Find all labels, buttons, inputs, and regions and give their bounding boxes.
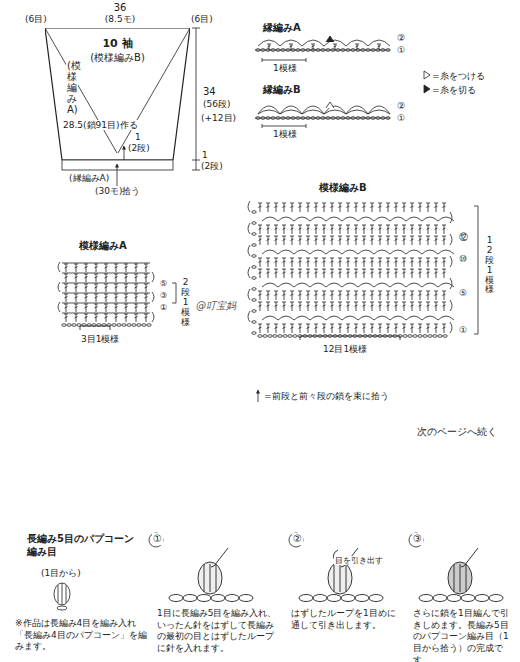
dimension-label: (56段) (202, 99, 231, 109)
dimension-label: 28.5(鎖91目)作る (62, 120, 139, 130)
legend-text: =糸を切る (432, 84, 476, 97)
instruction-note: ※作品は長編み4目を編み入れ「長編み4目のパプコーン」を編みます。 (14, 618, 152, 653)
part-title: 10 袖 (45, 36, 190, 51)
dimension-label: 12段1模様 (484, 236, 495, 295)
dimension-label: 1模様 (272, 63, 298, 73)
dimension-label: ① (396, 113, 406, 123)
dimension-label: 36 (113, 2, 128, 14)
dimension-label: ① (152, 533, 163, 545)
dimension-label: 1 (134, 132, 142, 142)
instruction-note: 1目に長編み5目を編み入れ、いったん針をはずして長編みの最初の目とはずしたループ… (156, 608, 282, 655)
dimension-label: ② (292, 533, 303, 545)
dimension-label: ① (159, 303, 168, 312)
dimension-label: (模様編み A) (66, 60, 78, 115)
dimension-label: ⑤ (458, 288, 468, 298)
dimension-label: ② (396, 101, 406, 111)
section-title: 長編み5目のパプコーン編み目 (26, 532, 136, 558)
instruction-note: はずしたループを1目めに通して引き出します。 (290, 608, 404, 631)
dimension-label: 2段1模様 (180, 278, 191, 327)
dimension-label: ⑤ (159, 279, 168, 288)
dimension-label: 目を引き出す (334, 556, 384, 565)
dimension-label: ② (396, 33, 406, 43)
dimension-label: (30モ)拾う (94, 186, 141, 196)
dimension-label: ③ (159, 291, 168, 300)
dimension-label: (2段) (200, 161, 224, 171)
dimension-label: 34 (202, 86, 217, 98)
dimension-label: (8.5モ) (104, 14, 136, 24)
dimension-label: 1 (201, 150, 209, 160)
dimension-label: 3目1模様 (80, 334, 120, 344)
dimension-label: 次のページへ続く (416, 426, 498, 438)
dimension-label: (2段) (127, 143, 151, 153)
section-title: 模様編みA (78, 240, 128, 252)
dimension-label: ③ (412, 533, 423, 545)
section-title: 模様編みB (318, 182, 368, 194)
dimension-label: ① (396, 45, 406, 55)
instruction-note: さらに鎖を1目編んで引きしめます。長編み5目のパプコーン編み目（1目から拾う）の… (412, 608, 514, 662)
dimension-label: (1目から) (40, 568, 82, 578)
dimension-label: ⑩ (458, 254, 468, 264)
dimension-label: ① (458, 325, 468, 335)
legend-text: =糸をつける (432, 70, 485, 83)
legend-text: =前段と前々段の鎖を束に拾う (264, 390, 389, 403)
dimension-label: (6目) (24, 14, 48, 24)
dimension-label: 12目1模様 (322, 344, 368, 354)
section-title: 縁編みA (262, 22, 302, 34)
watermark: @叮宝妈 (195, 300, 237, 312)
dimension-label: (6目) (190, 14, 214, 24)
dimension-label: ⑫ (458, 232, 469, 242)
section-title: 縁編みB (262, 84, 302, 96)
dimension-label: (縁編みA) (68, 173, 110, 183)
dimension-label: (+12目) (200, 113, 237, 123)
dimension-label: 1模様 (272, 129, 298, 139)
